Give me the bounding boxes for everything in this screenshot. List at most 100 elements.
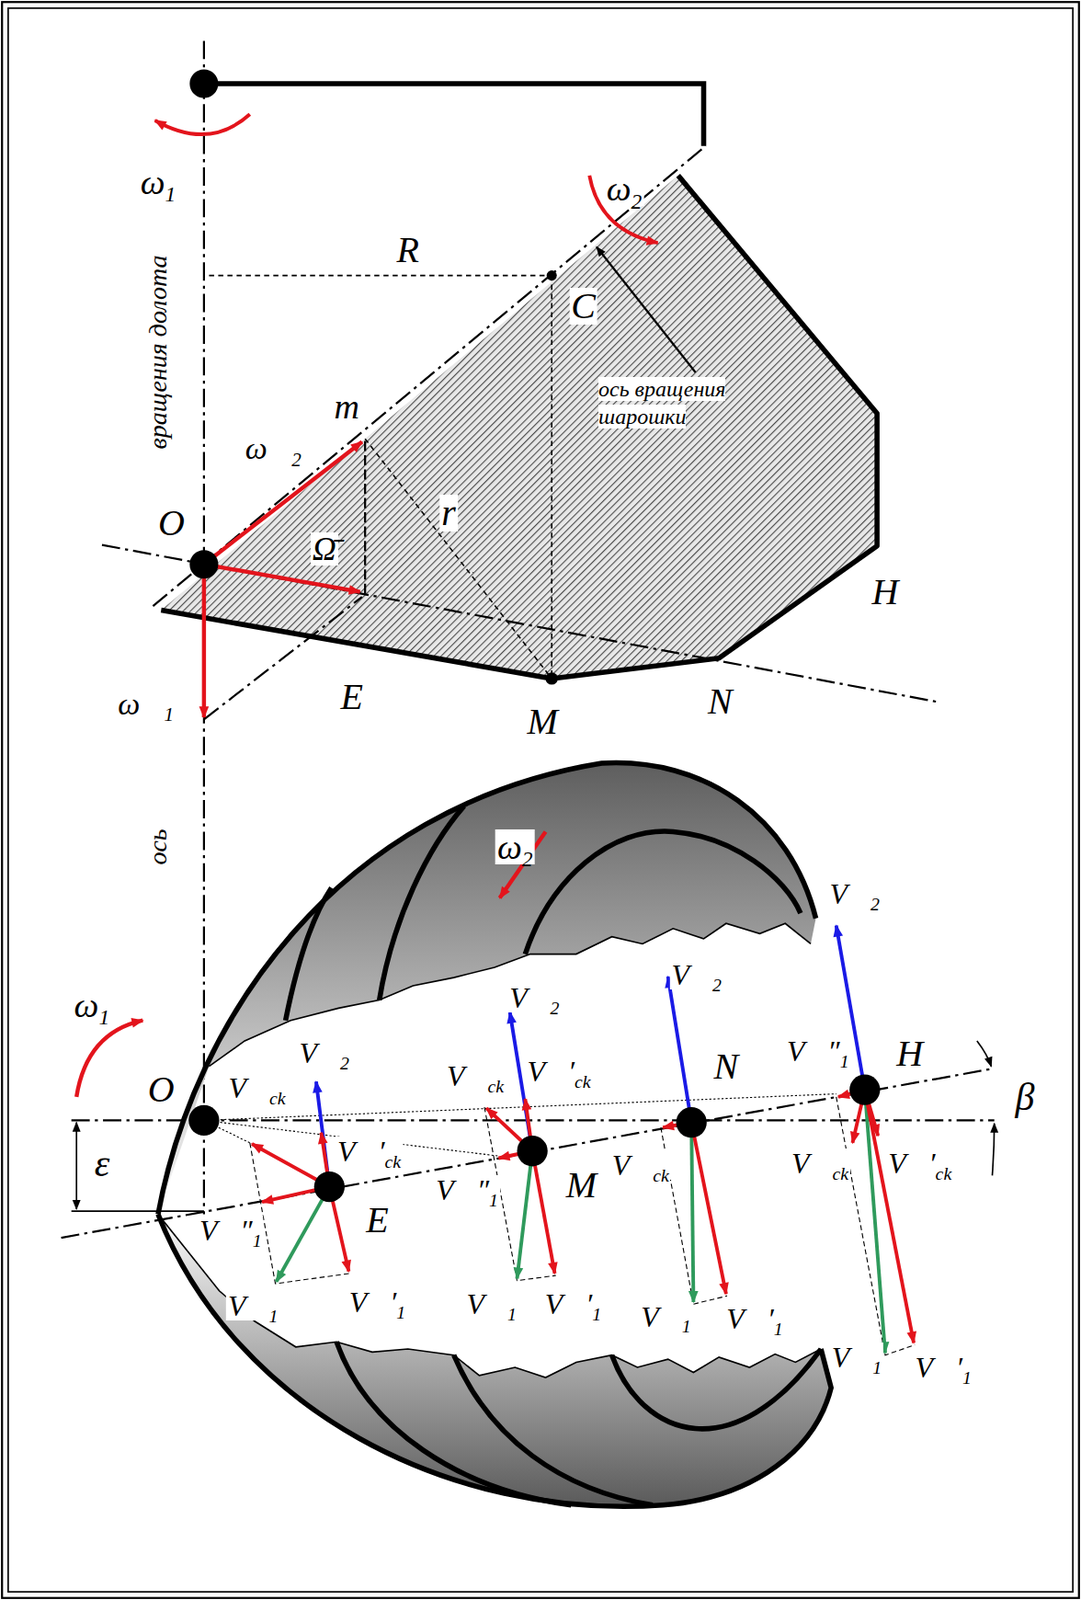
symbol-label: V⃗″1 <box>197 1215 264 1245</box>
construction-lines-part <box>364 438 552 679</box>
symbol-label: M <box>564 1166 599 1204</box>
symbol-label: V⃗2 <box>507 982 561 1013</box>
contact-points-part <box>314 1171 345 1202</box>
top-points-part <box>189 549 218 579</box>
symbol-label: r <box>439 494 458 532</box>
velocity-vectors-part-part <box>316 1081 330 1186</box>
symbol-label: ω2 <box>495 829 535 865</box>
symbol-label: V⃗″1 <box>785 1035 852 1066</box>
symbol-label: β <box>1013 1077 1037 1116</box>
top-points <box>189 68 558 684</box>
top-points-part <box>189 68 218 98</box>
carrier-arm-part <box>204 83 705 147</box>
symbol-label: V⃗′1 <box>724 1303 785 1333</box>
symbol-label: V⃗1 <box>830 1342 884 1372</box>
top-vectors <box>155 113 659 717</box>
symbol-label: ω⃗2 <box>243 432 304 465</box>
top-vectors-part <box>202 564 206 717</box>
symbol-label: M <box>525 703 560 740</box>
cone-lower-shell-part <box>336 1341 821 1505</box>
dimension-lines <box>71 1040 995 1211</box>
construction-lines-part <box>550 275 553 679</box>
frame-part <box>8 8 1073 1592</box>
symbol-label: ω2 <box>604 170 645 206</box>
dimension-lines-part <box>75 1122 78 1209</box>
velocity-vectors-part-part <box>516 1150 533 1279</box>
axis-lines <box>61 40 995 1238</box>
symbol-label: V⃗ck <box>227 1072 288 1103</box>
cone-lower-shell <box>158 1214 831 1507</box>
velocity-vectors-part <box>251 1089 914 1343</box>
cone-section-part <box>160 175 877 679</box>
cone-lower-shell-part <box>158 1214 831 1507</box>
cone-upper-shell <box>158 762 817 1215</box>
velocity-vectors-part <box>276 1089 886 1353</box>
symbol-label: V⃗2 <box>670 959 724 990</box>
construction-lines <box>208 275 552 679</box>
velocity-vectors-part-part <box>532 1150 555 1274</box>
symbol-label: ω⃗1 <box>115 688 176 720</box>
symbol-label: V⃗1 <box>226 1290 280 1320</box>
cone-section-part <box>160 175 877 679</box>
symbol-label: m <box>331 388 361 424</box>
symbol-label: ω1 <box>72 987 113 1023</box>
symbol-label: ε <box>92 1143 113 1183</box>
velocity-vectors-part-part <box>691 1122 727 1294</box>
contact-points-part <box>188 1104 219 1136</box>
velocity-vectors-part-part <box>864 1089 886 1353</box>
symbol-label: H <box>870 573 901 611</box>
symbol-label: C <box>568 287 598 325</box>
velocity-vectors-part-part <box>668 976 693 1123</box>
top-vectors-part <box>204 564 361 592</box>
cone-lower-shell-part <box>158 1214 831 1507</box>
symbol-label: H <box>894 1035 925 1072</box>
symbol-label: V⃗′1 <box>347 1286 408 1317</box>
symbol-label: E <box>364 1201 390 1239</box>
axis-lines-part <box>61 1068 995 1238</box>
symbol-label: V⃗2 <box>828 878 882 909</box>
leader-arrow <box>596 247 696 373</box>
symbol-label: V⃗ck <box>789 1148 851 1178</box>
symbol-label: ω1 <box>138 164 179 200</box>
symbol-label: V⃗′1 <box>913 1352 974 1382</box>
leader-arrow-part <box>596 247 696 373</box>
symbol-label: V⃗″1 <box>433 1174 501 1205</box>
axis-lines-part <box>102 545 939 703</box>
symbol-label: V⃗ck <box>444 1060 506 1091</box>
symbol-label: R <box>395 231 422 269</box>
symbol-label: N <box>705 682 735 720</box>
symbol-label: E <box>339 678 365 716</box>
symbol-label: V⃗2 <box>297 1037 352 1068</box>
axis-caption: вращения долота <box>145 252 171 451</box>
velocity-vectors <box>251 924 914 1353</box>
velocity-vectors-part-part <box>691 1122 694 1302</box>
construction-lines-part <box>364 440 366 593</box>
cone-upper-shell-part <box>285 806 801 1021</box>
symbol-label: O <box>146 1070 177 1108</box>
parallelogram-lines-part <box>484 1106 557 1281</box>
dotted-lines-part <box>204 1093 837 1121</box>
symbol-label: N <box>712 1047 741 1085</box>
symbol-label: V⃗′ck <box>886 1148 954 1178</box>
contact-points-part <box>849 1074 880 1105</box>
dimension-lines-part <box>991 1123 994 1176</box>
top-points-part <box>546 270 558 281</box>
symbol-label: Ω̄ <box>310 532 339 566</box>
cone-section <box>160 175 877 679</box>
parallelogram-lines <box>250 1096 915 1355</box>
symbol-label: V⃗1 <box>465 1288 519 1319</box>
rotation-arrows <box>76 830 546 1097</box>
rotation-arrows-part <box>76 1020 143 1097</box>
velocity-vectors-part-part <box>864 1089 914 1343</box>
cone-upper-shell-part <box>158 762 817 1215</box>
contact-points <box>188 1074 880 1203</box>
top-vectors-part <box>155 113 251 135</box>
axis-lines-part <box>203 40 205 1214</box>
symbol-label: V⃗ck <box>610 1149 672 1180</box>
axis-caption: ось <box>145 826 171 866</box>
velocity-vectors-part <box>316 924 865 1186</box>
axis-lines-part <box>152 146 706 606</box>
